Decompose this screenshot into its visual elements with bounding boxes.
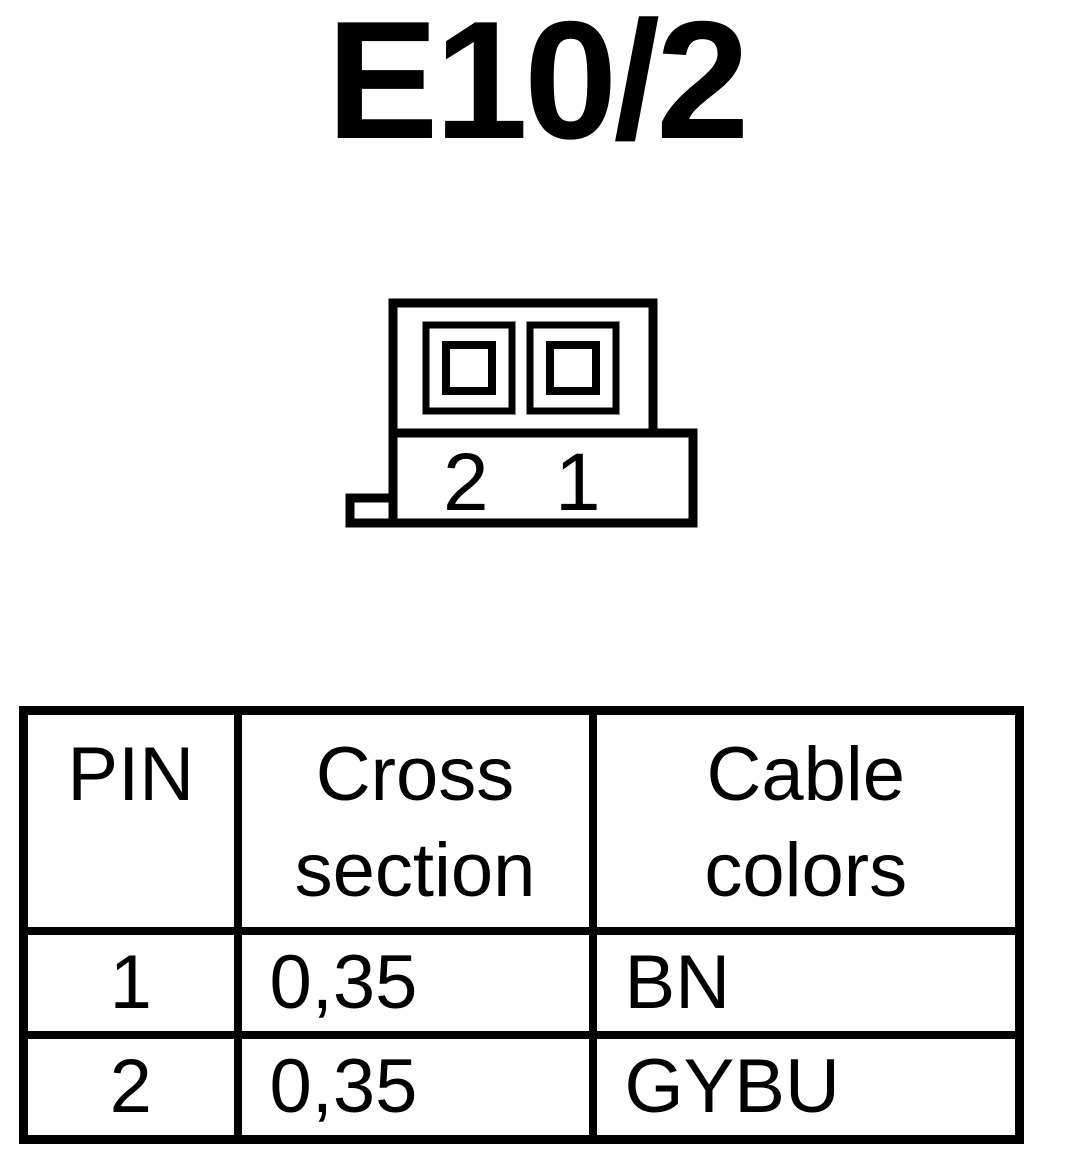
connector-housing-bottom [388, 428, 698, 528]
header-cable-colors: Cable colors [588, 706, 1024, 935]
table-header-row: PIN Cross section Cable colors [19, 706, 1024, 935]
cell-cross-section: 0,35 [233, 1031, 597, 1144]
pin-cavity-2-inner [442, 341, 496, 395]
header-cross-section: Cross section [233, 706, 597, 935]
pin-assignment-table: PIN Cross section Cable colors 1 0,35 BN… [19, 706, 1024, 1144]
header-pin-line1: PIN [67, 732, 195, 817]
cell-cable-color: BN [588, 927, 1024, 1039]
table-row: 2 0,35 GYBU [19, 1031, 1024, 1144]
cell-cross-section: 0,35 [233, 927, 597, 1039]
pin-cavity-2 [422, 321, 516, 415]
header-cross-section-line2: section [294, 828, 536, 913]
cell-cable-color: GYBU [588, 1031, 1024, 1144]
header-cross-section-line1: Cross [315, 732, 515, 817]
header-cable-colors-line1: Cable [706, 732, 906, 817]
connector-title: E10/2 [326, 0, 749, 174]
table-row: 1 0,35 BN [19, 927, 1024, 1039]
connector-diagram: 2 1 [345, 298, 698, 528]
cell-pin: 1 [19, 927, 242, 1039]
connector-latch [345, 493, 398, 528]
pin-label-2: 2 [443, 437, 489, 528]
header-cable-colors-line2: colors [704, 828, 908, 913]
pin-cavity-1-inner [546, 341, 600, 395]
cell-pin: 2 [19, 1031, 242, 1144]
pin-label-1: 1 [555, 437, 601, 528]
pin-cavity-1 [526, 321, 620, 415]
header-pin: PIN [19, 706, 242, 935]
